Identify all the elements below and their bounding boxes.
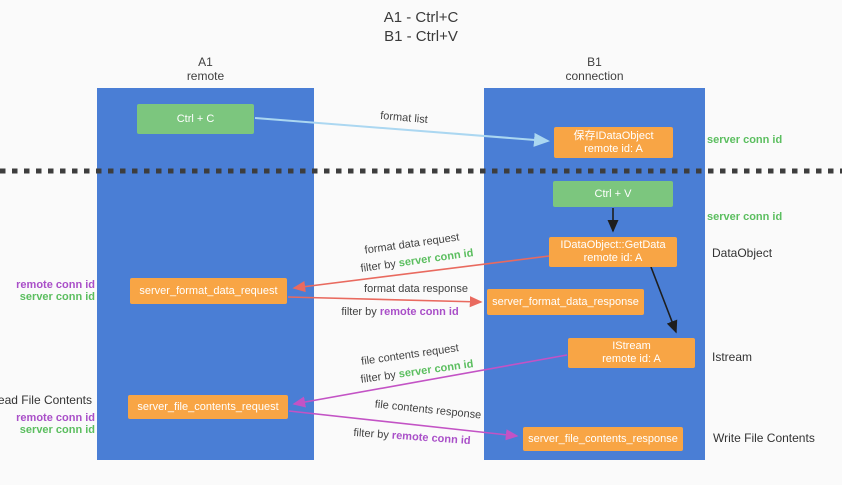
- node-idataobject-getdata: IDataObject::GetData remote id: A: [549, 237, 677, 267]
- node-file-response-label: server_file_contents_response: [528, 432, 678, 445]
- node-save-idataobject-line1: 保存IDataObject: [573, 129, 654, 142]
- diagram-title-line2: B1 - Ctrl+V: [384, 28, 458, 45]
- filter-key-server-conn-id: server conn id: [398, 247, 475, 270]
- node-format-response-label: server_format_data_response: [492, 295, 639, 308]
- node-save-idataobject-line2: remote id: A: [584, 142, 643, 155]
- node-istream-line1: IStream: [612, 340, 651, 352]
- diagram-title-line1: A1 - Ctrl+C: [383, 9, 459, 26]
- node-server-file-contents-request: server_file_contents_request: [128, 395, 288, 419]
- node-format-request-label: server_format_data_request: [139, 284, 278, 297]
- annotation-server-conn-id-left-1: server conn id: [19, 291, 95, 303]
- filter-key-remote-conn-id: remote conn id: [379, 306, 459, 318]
- node-server-file-contents-response: server_file_contents_response: [523, 427, 683, 451]
- annotation-server-conn-id-left-2: server conn id: [19, 424, 95, 436]
- node-getdata-line1: IDataObject::GetData: [560, 239, 666, 251]
- node-ctrl-v-label: Ctrl + V: [594, 187, 632, 200]
- annotation-remote-conn-id-left-2: remote conn id: [16, 412, 95, 424]
- node-ctrl-v: Ctrl + V: [553, 181, 673, 207]
- node-istream-line2: remote id: A: [602, 353, 661, 365]
- lifeline-a1-title: A1: [198, 55, 213, 69]
- edge-label-format-data-response-filter: filter by remote conn id: [341, 306, 458, 318]
- edge-label-file-contents-response: file contents response: [374, 398, 482, 422]
- filter-prefix: filter by: [341, 306, 377, 318]
- lifeline-a1-subtitle: remote: [186, 69, 225, 83]
- node-ctrl-c-label: Ctrl + C: [176, 112, 215, 125]
- edge-label-format-list: format list: [379, 109, 429, 127]
- annotation-write-file-contents: Write File Contents: [713, 431, 815, 445]
- annotation-istream: Istream: [712, 350, 753, 364]
- node-istream: IStream remote id: A: [568, 338, 695, 368]
- edge-label-file-contents-response-filter: filter by remote conn id: [353, 427, 471, 447]
- filter-prefix: filter by: [359, 258, 397, 275]
- node-getdata-line2: remote id: A: [583, 252, 643, 264]
- edge-label-format-data-response: format data response: [364, 283, 468, 295]
- lifeline-b1-subtitle: connection: [565, 69, 624, 83]
- annotation-read-file-contents: Read File Contents: [0, 393, 92, 407]
- annotation-server-conn-id-top-right: server conn id: [707, 134, 783, 146]
- annotation-server-conn-id-right: server conn id: [707, 211, 783, 223]
- diagram-title: A1 - Ctrl+C B1 - Ctrl+V: [0, 8, 842, 46]
- arrow-format-data-response: [287, 296, 483, 308]
- node-ctrl-c: Ctrl + C: [137, 104, 254, 134]
- node-server-format-data-response: server_format_data_response: [487, 289, 644, 315]
- node-file-request-label: server_file_contents_request: [137, 400, 279, 413]
- node-save-idataobject: 保存IDataObject remote id: A: [554, 127, 673, 158]
- filter-prefix: filter by: [359, 369, 397, 386]
- filter-key-server-conn-id: server conn id: [398, 358, 475, 381]
- lifeline-b1-title: B1: [587, 55, 602, 69]
- filter-prefix: filter by: [353, 426, 390, 442]
- lifeline-header-b1: B1 connection: [484, 55, 705, 83]
- annotation-dataobject: DataObject: [712, 246, 773, 260]
- node-server-format-data-request: server_format_data_request: [130, 278, 287, 304]
- annotation-remote-conn-id-left-1: remote conn id: [16, 279, 95, 291]
- filter-key-remote-conn-id: remote conn id: [391, 429, 471, 448]
- lifeline-header-a1: A1 remote: [97, 55, 314, 83]
